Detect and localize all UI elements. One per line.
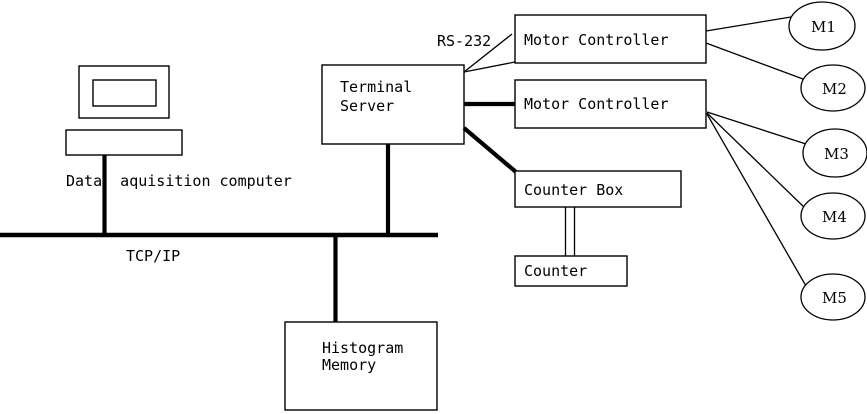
motor-m5-ellipse <box>800 273 866 321</box>
link-rs232-diagonal <box>463 33 513 73</box>
histogram-memory-label-line2: Memory <box>322 356 377 374</box>
motor-m2-label: M2 <box>822 80 847 98</box>
motor-controller-2-label: Motor Controller <box>524 95 669 113</box>
rs232-label: RS-232 <box>437 32 492 50</box>
histogram-memory-label-line1: Histogram <box>322 339 404 357</box>
computer-label: Data aquisition computer <box>66 172 292 190</box>
motor-controller-1-box <box>514 14 707 64</box>
motor-m4-label: M4 <box>822 208 847 226</box>
motor-m3-label: M3 <box>824 145 849 163</box>
link-terminalserver-motorcontroller1 <box>463 61 516 73</box>
counter-box-box <box>514 170 682 208</box>
terminal-server-label-line1: Terminal <box>340 78 413 96</box>
link-motorcontroller1-m1 <box>705 16 792 32</box>
link-motorcontroller2-m4 <box>706 112 808 211</box>
counter-label: Counter <box>524 262 588 280</box>
motor-m1-ellipse <box>788 1 856 51</box>
histogram-memory-box <box>284 321 438 411</box>
link-motorcontroller1-m2 <box>705 42 804 80</box>
motor-m4-ellipse <box>800 192 866 240</box>
computer-screen-inner <box>92 79 157 107</box>
counter-box-label: Counter Box <box>524 181 624 199</box>
terminal-server-box <box>321 64 465 145</box>
motor-m3-ellipse <box>802 128 867 178</box>
motor-m2-ellipse <box>800 64 866 112</box>
terminal-server-label-line2: Server <box>340 97 395 115</box>
motor-controller-2-box <box>514 79 707 129</box>
computer-base-unit <box>65 129 183 156</box>
counter-box <box>514 255 628 287</box>
motor-controller-1-label: Motor Controller <box>524 31 669 49</box>
link-motorcontroller2-m3 <box>706 111 807 145</box>
tcpip-label: TCP/IP <box>126 247 181 265</box>
link-motorcontroller2-m5 <box>706 113 807 287</box>
motor-m1-label: M1 <box>811 18 836 36</box>
link-terminalserver-counterbox <box>462 126 518 174</box>
motor-m5-label: M5 <box>822 289 847 307</box>
